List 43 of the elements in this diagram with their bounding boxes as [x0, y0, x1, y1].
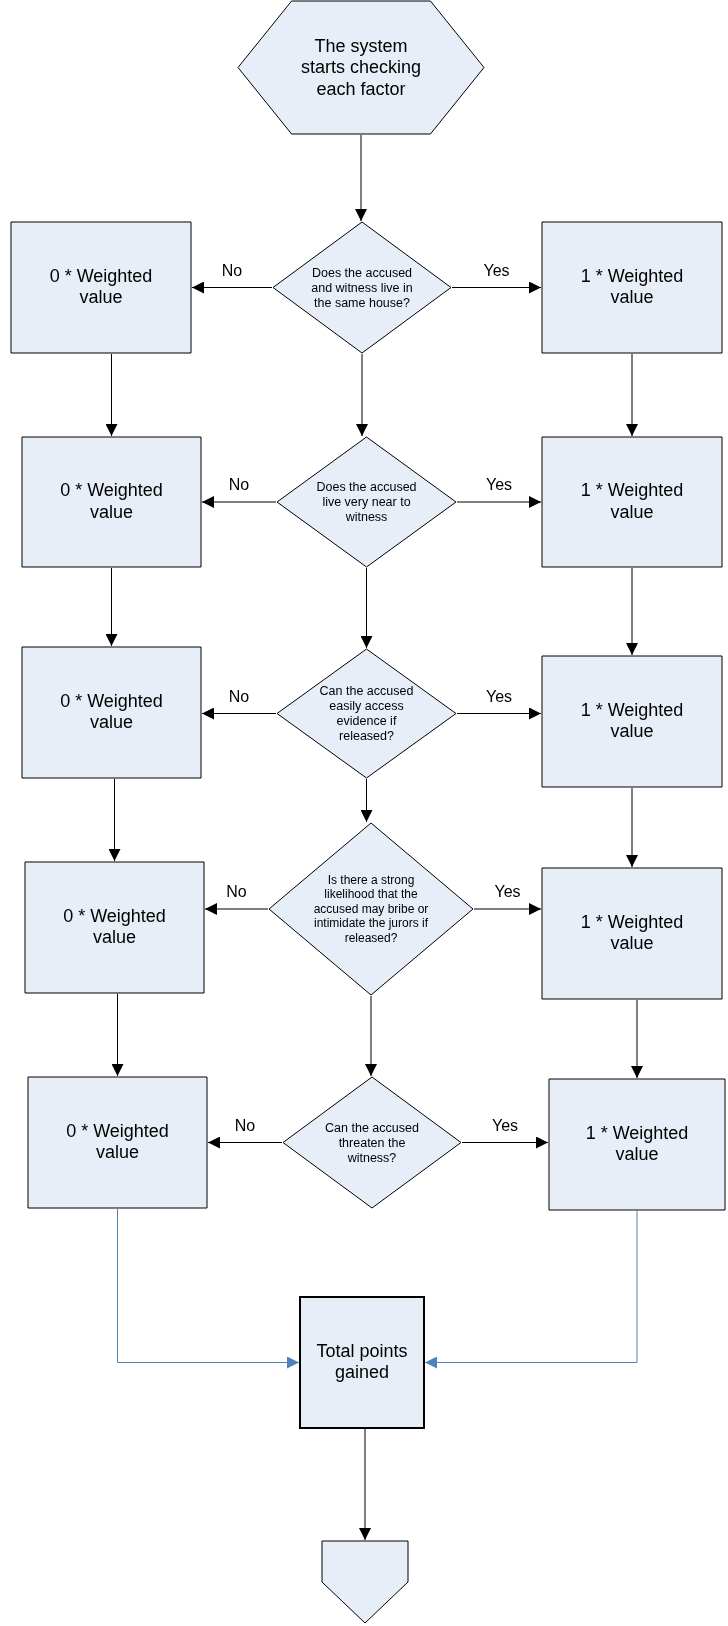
- node-text: 0 * Weighted value: [59, 480, 164, 524]
- node-text: The system starts checking each factor: [299, 35, 423, 100]
- arrow: [461, 1136, 549, 1149]
- arrow: [365, 995, 377, 1077]
- arrow: [191, 281, 273, 294]
- arrow: [108, 778, 121, 862]
- node-text: 1 * Weighted value: [579, 480, 685, 524]
- node-text: Total points gained: [315, 1340, 409, 1385]
- decision-text: Is there a strong likelihood that the accused may bribe or intimidate the jurors if released?: [312, 873, 430, 945]
- arrow: [201, 707, 277, 720]
- decision-text: Does the accused live very near to witness: [315, 479, 418, 525]
- decision-text: Can the accused easily access evidence if released?: [318, 683, 415, 744]
- decision-text: Can the accused threaten the witness?: [324, 1120, 420, 1165]
- arrow: [360, 778, 373, 823]
- node-text: 0 * Weighted value: [48, 265, 154, 310]
- node-text: 0 * Weighted value: [65, 1120, 170, 1165]
- arrow: [105, 353, 118, 437]
- arrow: [201, 496, 277, 508]
- arrow: [204, 903, 269, 915]
- arrow: [424, 1210, 638, 1369]
- node-text: 0 * Weighted value: [59, 690, 164, 735]
- decision-text: Does the accused and witness live in the same house?: [310, 265, 414, 310]
- node-text: 1 * Weighted value: [579, 699, 685, 744]
- node-text: 1 * Weighted value: [579, 911, 685, 956]
- arrow: [111, 993, 124, 1077]
- arrow: [473, 903, 542, 915]
- arrow: [456, 496, 542, 508]
- arrow: [356, 353, 368, 437]
- arrow: [626, 567, 638, 656]
- arrow: [355, 134, 367, 222]
- node-text: 1 * Weighted value: [579, 265, 685, 310]
- arrow: [117, 1208, 300, 1369]
- arrow: [359, 1428, 371, 1541]
- arrow: [456, 707, 542, 720]
- arrow: [451, 281, 542, 294]
- node-text: 0 * Weighted value: [62, 905, 167, 950]
- arrow: [631, 999, 643, 1079]
- node-text: 1 * Weighted value: [584, 1122, 690, 1167]
- arrow: [626, 353, 638, 437]
- arrow: [105, 567, 118, 647]
- arrow: [360, 567, 373, 649]
- arrow: [626, 787, 638, 868]
- arrow: [207, 1136, 283, 1149]
